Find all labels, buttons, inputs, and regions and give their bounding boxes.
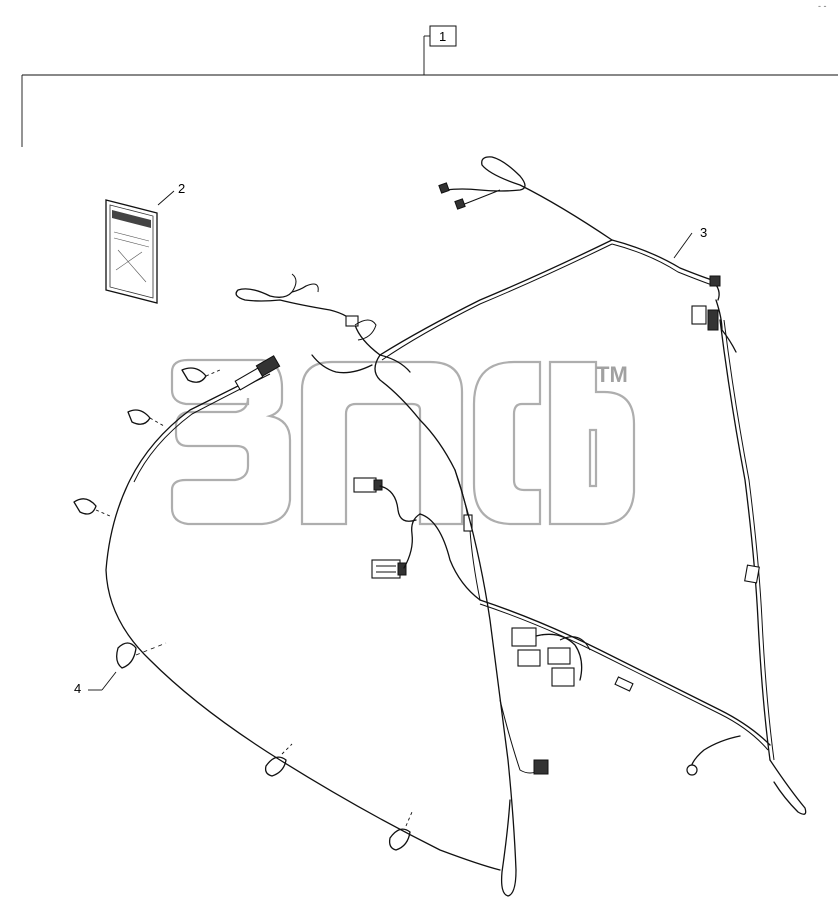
- manual-callout: 2: [178, 181, 185, 196]
- corner-mark: - -: [818, 1, 827, 11]
- clip-callout-label: 4: [74, 681, 81, 696]
- assembly-callout: 1: [21, 25, 838, 147]
- clip-3: [73, 498, 111, 517]
- watermark-tm: TM: [596, 362, 628, 387]
- clip-5: [264, 743, 293, 777]
- watermark-logo: TM: [170, 358, 636, 526]
- wiring-harness: [105, 156, 807, 897]
- clip-callout: 4: [74, 642, 167, 696]
- cable-clips: [73, 367, 413, 851]
- clip-4: [116, 642, 137, 669]
- harness-callout: 3: [673, 225, 707, 259]
- assembly-callout-label: 1: [439, 29, 446, 44]
- harness-callout-label: 3: [700, 225, 707, 240]
- clip-6: [388, 811, 413, 851]
- clip-2: [127, 409, 165, 427]
- clip-1: [181, 367, 221, 383]
- manual-booklet: 2: [105, 181, 185, 304]
